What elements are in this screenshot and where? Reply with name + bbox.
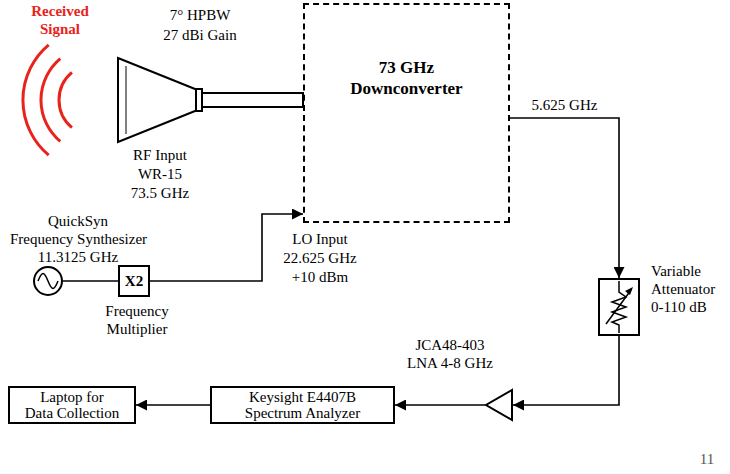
amplifier-triangle: [486, 390, 512, 420]
page-number: 11: [690, 450, 724, 468]
horn-flange: [196, 89, 202, 111]
label-slot: 73.5 GHz: [110, 184, 210, 202]
text-line: Frequency Synthesizer: [10, 230, 146, 248]
label-slot: Frequency Multiplier: [82, 302, 192, 338]
node-text: Keysight E4407B Spectrum Analyzer: [245, 389, 360, 421]
label-slot: WR-15: [110, 165, 210, 183]
frequency-label: 22.625 GHz: [270, 249, 370, 267]
node-caption: QuickSyn Frequency Synthesizer 11.3125 G…: [10, 212, 146, 266]
node-caption: Variable Attenuator 0-110 dB: [651, 262, 727, 316]
signal-wave: [59, 72, 72, 127]
horn-body: [118, 58, 200, 142]
label-slot: 5.625 GHz: [505, 96, 625, 114]
horn-antenna: [118, 58, 303, 142]
label-slot: QuickSyn Frequency Synthesizer 11.3125 G…: [10, 212, 146, 266]
label-slot: 11: [690, 450, 724, 468]
port-label: WR-15: [110, 165, 210, 183]
label-slot: +10 dBm: [270, 268, 370, 286]
text-line: 0-110 dB: [651, 298, 727, 316]
text-line: Downconverter: [350, 78, 462, 99]
node-text: 73 GHz Downconverter: [350, 57, 462, 99]
port-label: RF Input: [110, 146, 210, 164]
power-label: +10 dBm: [270, 268, 370, 286]
text-line: LNA 4-8 GHz: [398, 354, 502, 372]
label-slot: 27 dBi Gain: [150, 26, 250, 44]
variable-arrow: [606, 290, 631, 324]
frequency-label: 5.625 GHz: [530, 97, 600, 113]
frequency-label: 73.5 GHz: [110, 184, 210, 202]
antenna-spec: 7° HPBW: [150, 6, 250, 24]
node-text: Laptop for Data Collection: [25, 389, 120, 421]
label-slot: 7° HPBW: [150, 6, 250, 24]
atten-symbol: [598, 278, 640, 336]
text-line: Laptop for: [25, 389, 120, 405]
signal-wave: [23, 45, 49, 155]
signal-wave: [41, 59, 60, 142]
attenuator-box: Variable Attenuator 0-110 dB: [598, 278, 640, 336]
text-line: JCA48-403: [398, 336, 502, 354]
waveguide: [200, 93, 303, 107]
text-line: 11.3125 GHz: [10, 248, 146, 266]
signal-connector: [510, 118, 619, 278]
antenna-spec: 27 dBi Gain: [150, 26, 250, 44]
signal-connector: [136, 404, 210, 406]
label-slot: LO Input: [270, 230, 370, 248]
node-caption: JCA48-403 LNA 4-8 GHz: [398, 336, 502, 372]
port-label: LO Input: [270, 230, 370, 248]
text-line: Spectrum Analyzer: [245, 405, 360, 421]
downconverter-box: 73 GHz Downconverter: [303, 3, 510, 223]
text-line: 73 GHz: [350, 57, 462, 78]
label-slot: Received Signal: [10, 2, 110, 38]
signal-connector: [63, 280, 118, 282]
text-line: Variable: [651, 262, 727, 280]
text-line: Received: [10, 2, 110, 20]
attenuator-outline: [599, 279, 639, 335]
text-line: Attenuator: [651, 280, 727, 298]
signal-connector: [395, 404, 485, 406]
node-caption: Frequency Multiplier: [82, 302, 192, 338]
text-line: QuickSyn: [10, 212, 146, 230]
laptop-box: Laptop for Data Collection: [8, 386, 136, 424]
source-circle: [34, 267, 62, 295]
text-line: Keysight E4407B: [245, 389, 360, 405]
analyzer-box: Keysight E4407B Spectrum Analyzer: [210, 386, 395, 424]
tri-symbol: [485, 389, 513, 421]
label-slot: JCA48-403 LNA 4-8 GHz: [398, 336, 502, 372]
signal-waves: [23, 45, 72, 155]
horn-mouth: [126, 66, 127, 134]
label-slot: Variable Attenuator 0-110 dB: [651, 262, 727, 316]
circle-symbol: [33, 266, 63, 296]
sine-symbol: [38, 274, 58, 289]
text-line: Frequency: [82, 302, 192, 320]
signal-connector: [513, 336, 619, 405]
signal-caption: Received Signal: [10, 2, 110, 38]
variable-arrowhead: [625, 287, 633, 295]
signal-connector: [150, 214, 303, 281]
node-text: X2: [125, 272, 143, 290]
synthesizer-source: QuickSyn Frequency Synthesizer 11.3125 G…: [33, 266, 63, 296]
label-slot: 22.625 GHz: [270, 249, 370, 267]
multiplier-box: X2Frequency Multiplier: [118, 265, 150, 297]
text-line: Data Collection: [25, 405, 120, 421]
lna-amplifier: JCA48-403 LNA 4-8 GHz: [485, 389, 513, 421]
text-line: Signal: [10, 20, 110, 38]
label-slot: RF Input: [110, 146, 210, 164]
text-line: Multiplier: [82, 320, 192, 338]
